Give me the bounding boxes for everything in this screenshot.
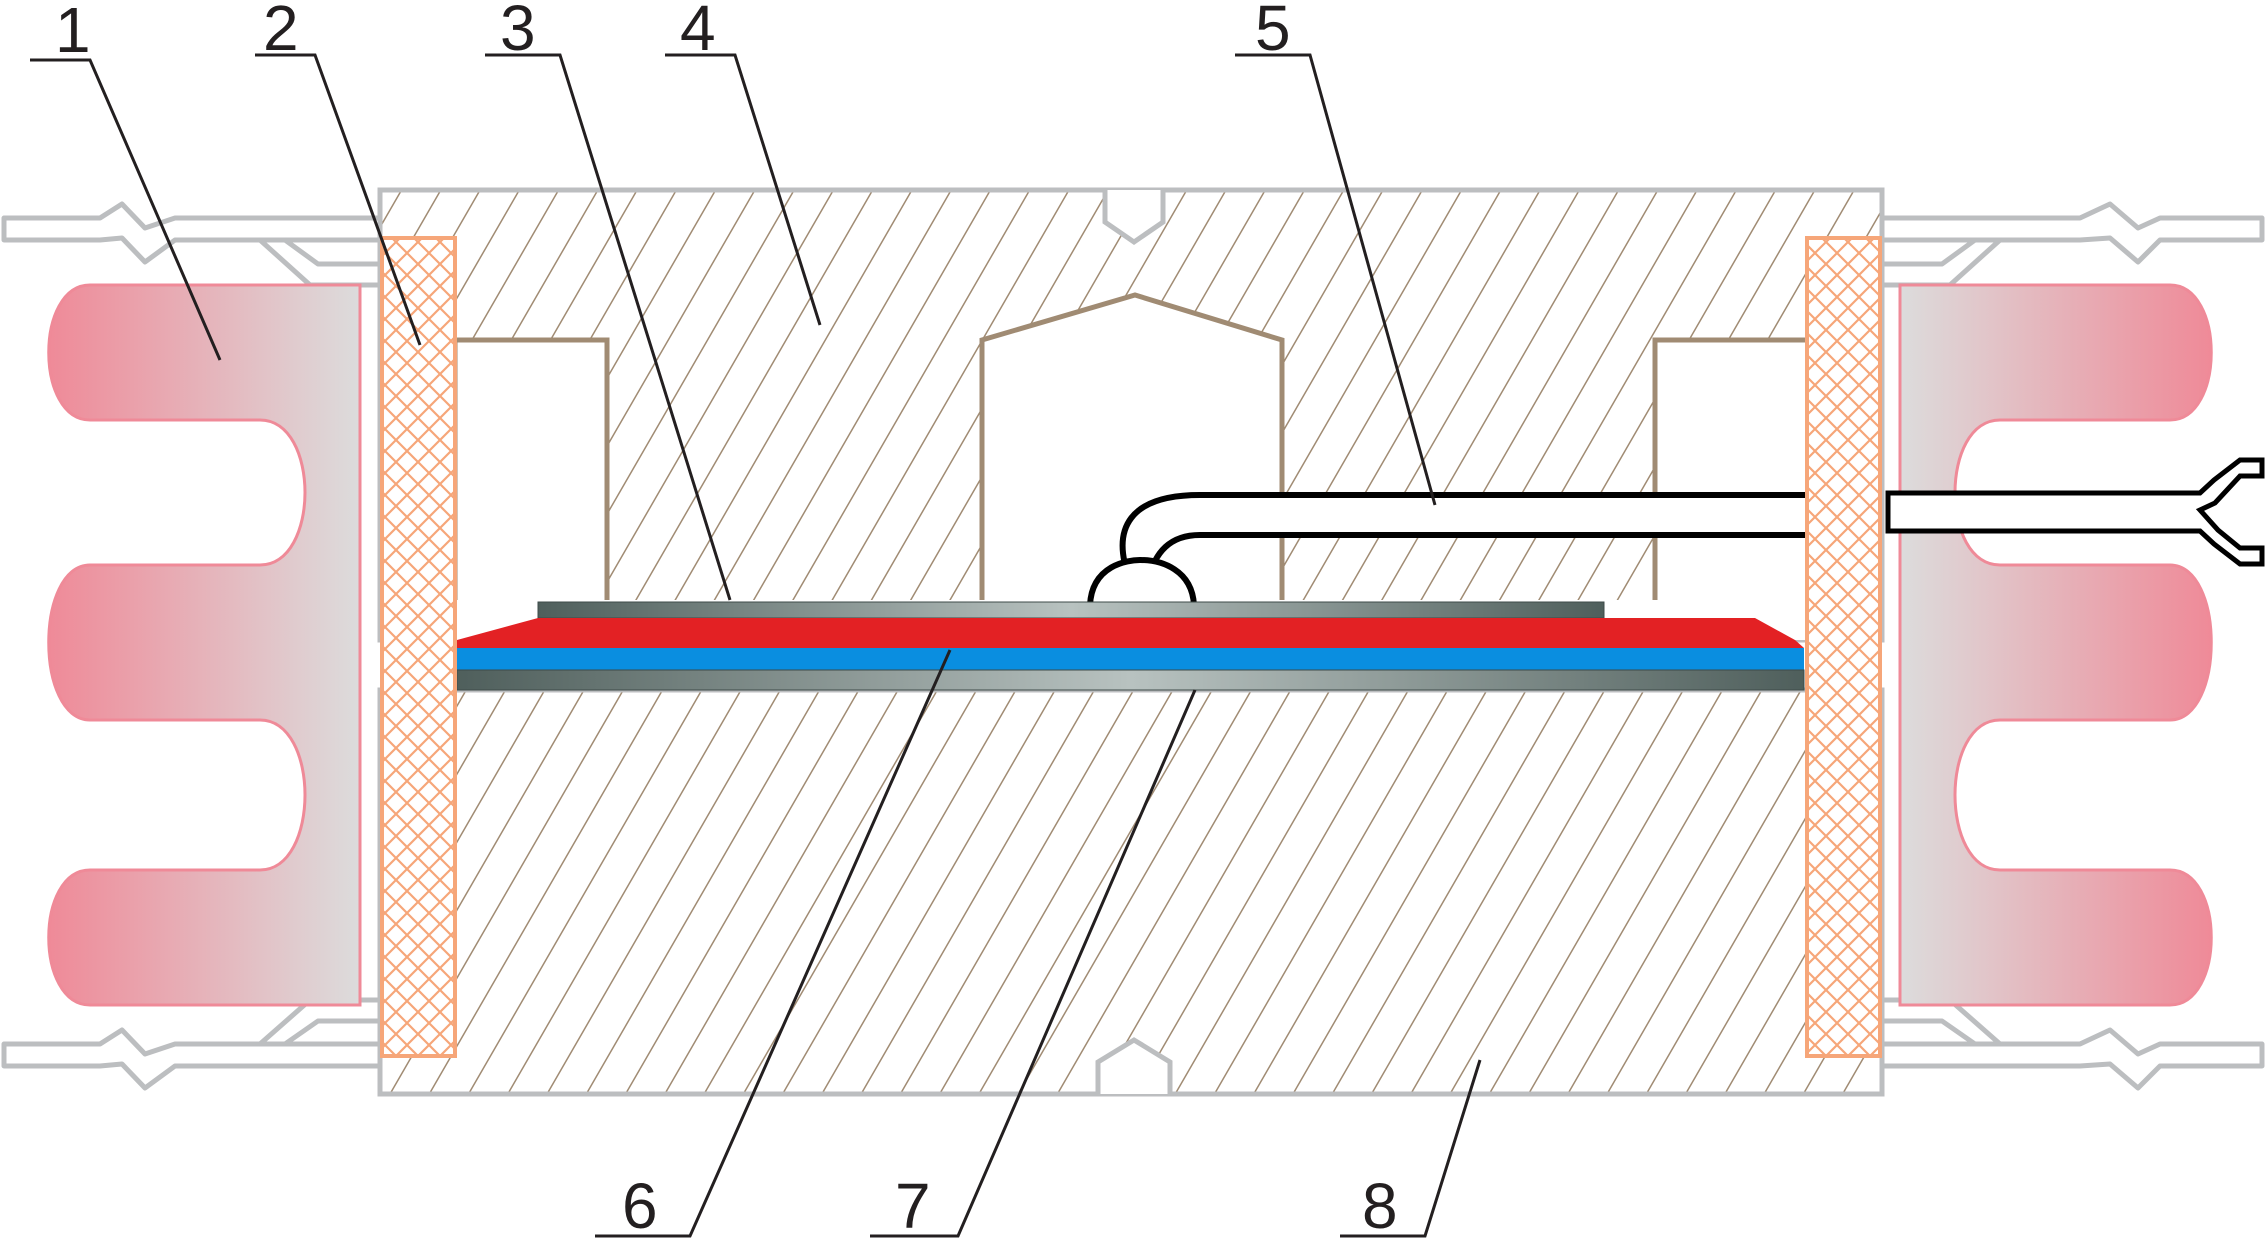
left-lower-bracket xyxy=(257,997,383,1047)
bottom-centering-pin xyxy=(1095,1037,1173,1094)
leader-7 xyxy=(870,689,1197,1238)
leader-2 xyxy=(255,53,422,346)
blue-wafer-layer xyxy=(457,648,1804,670)
leader-6 xyxy=(595,649,952,1238)
bottom-contact-plate xyxy=(456,669,1805,691)
gate-contact-bump xyxy=(1086,556,1198,608)
top-centering-pin xyxy=(1102,190,1166,246)
top-left-flange xyxy=(1,201,383,265)
left-gasket xyxy=(380,236,457,1058)
red-wafer-layer xyxy=(457,618,1804,648)
part-number-labels: 1 2 3 4 5 6 7 8 xyxy=(55,0,1398,1242)
leader-8 xyxy=(1340,1059,1482,1238)
right-lower-bracket xyxy=(1877,997,2003,1047)
label-3: 3 xyxy=(500,0,536,64)
left-upper-bracket xyxy=(257,237,383,288)
label-6: 6 xyxy=(622,1170,658,1242)
bottom-left-flange xyxy=(1,1027,383,1091)
leader-lines xyxy=(30,53,1482,1238)
right-upper-bracket xyxy=(1877,237,2003,288)
bottom-right-flange xyxy=(1807,1027,2265,1091)
lower-electrode-block xyxy=(377,687,1885,1097)
leader-1 xyxy=(30,58,222,361)
top-right-flange xyxy=(1807,201,2265,265)
label-2: 2 xyxy=(263,0,299,64)
right-gasket xyxy=(1805,236,1882,1058)
semiconductor-stack xyxy=(456,601,1805,691)
label-7: 7 xyxy=(895,1170,931,1242)
gate-terminal xyxy=(1885,457,2265,567)
right-ceramic-insulator xyxy=(1898,283,2213,1007)
leader-3 xyxy=(485,53,732,601)
label-4: 4 xyxy=(680,0,716,64)
leader-4 xyxy=(665,53,822,326)
label-8: 8 xyxy=(1362,1170,1398,1242)
label-1: 1 xyxy=(55,0,91,66)
label-5: 5 xyxy=(1255,0,1291,64)
leader-5 xyxy=(1235,53,1437,506)
left-ceramic-insulator xyxy=(47,283,362,1007)
gate-lead xyxy=(1086,457,2265,608)
top-contact-plate xyxy=(537,601,1605,619)
